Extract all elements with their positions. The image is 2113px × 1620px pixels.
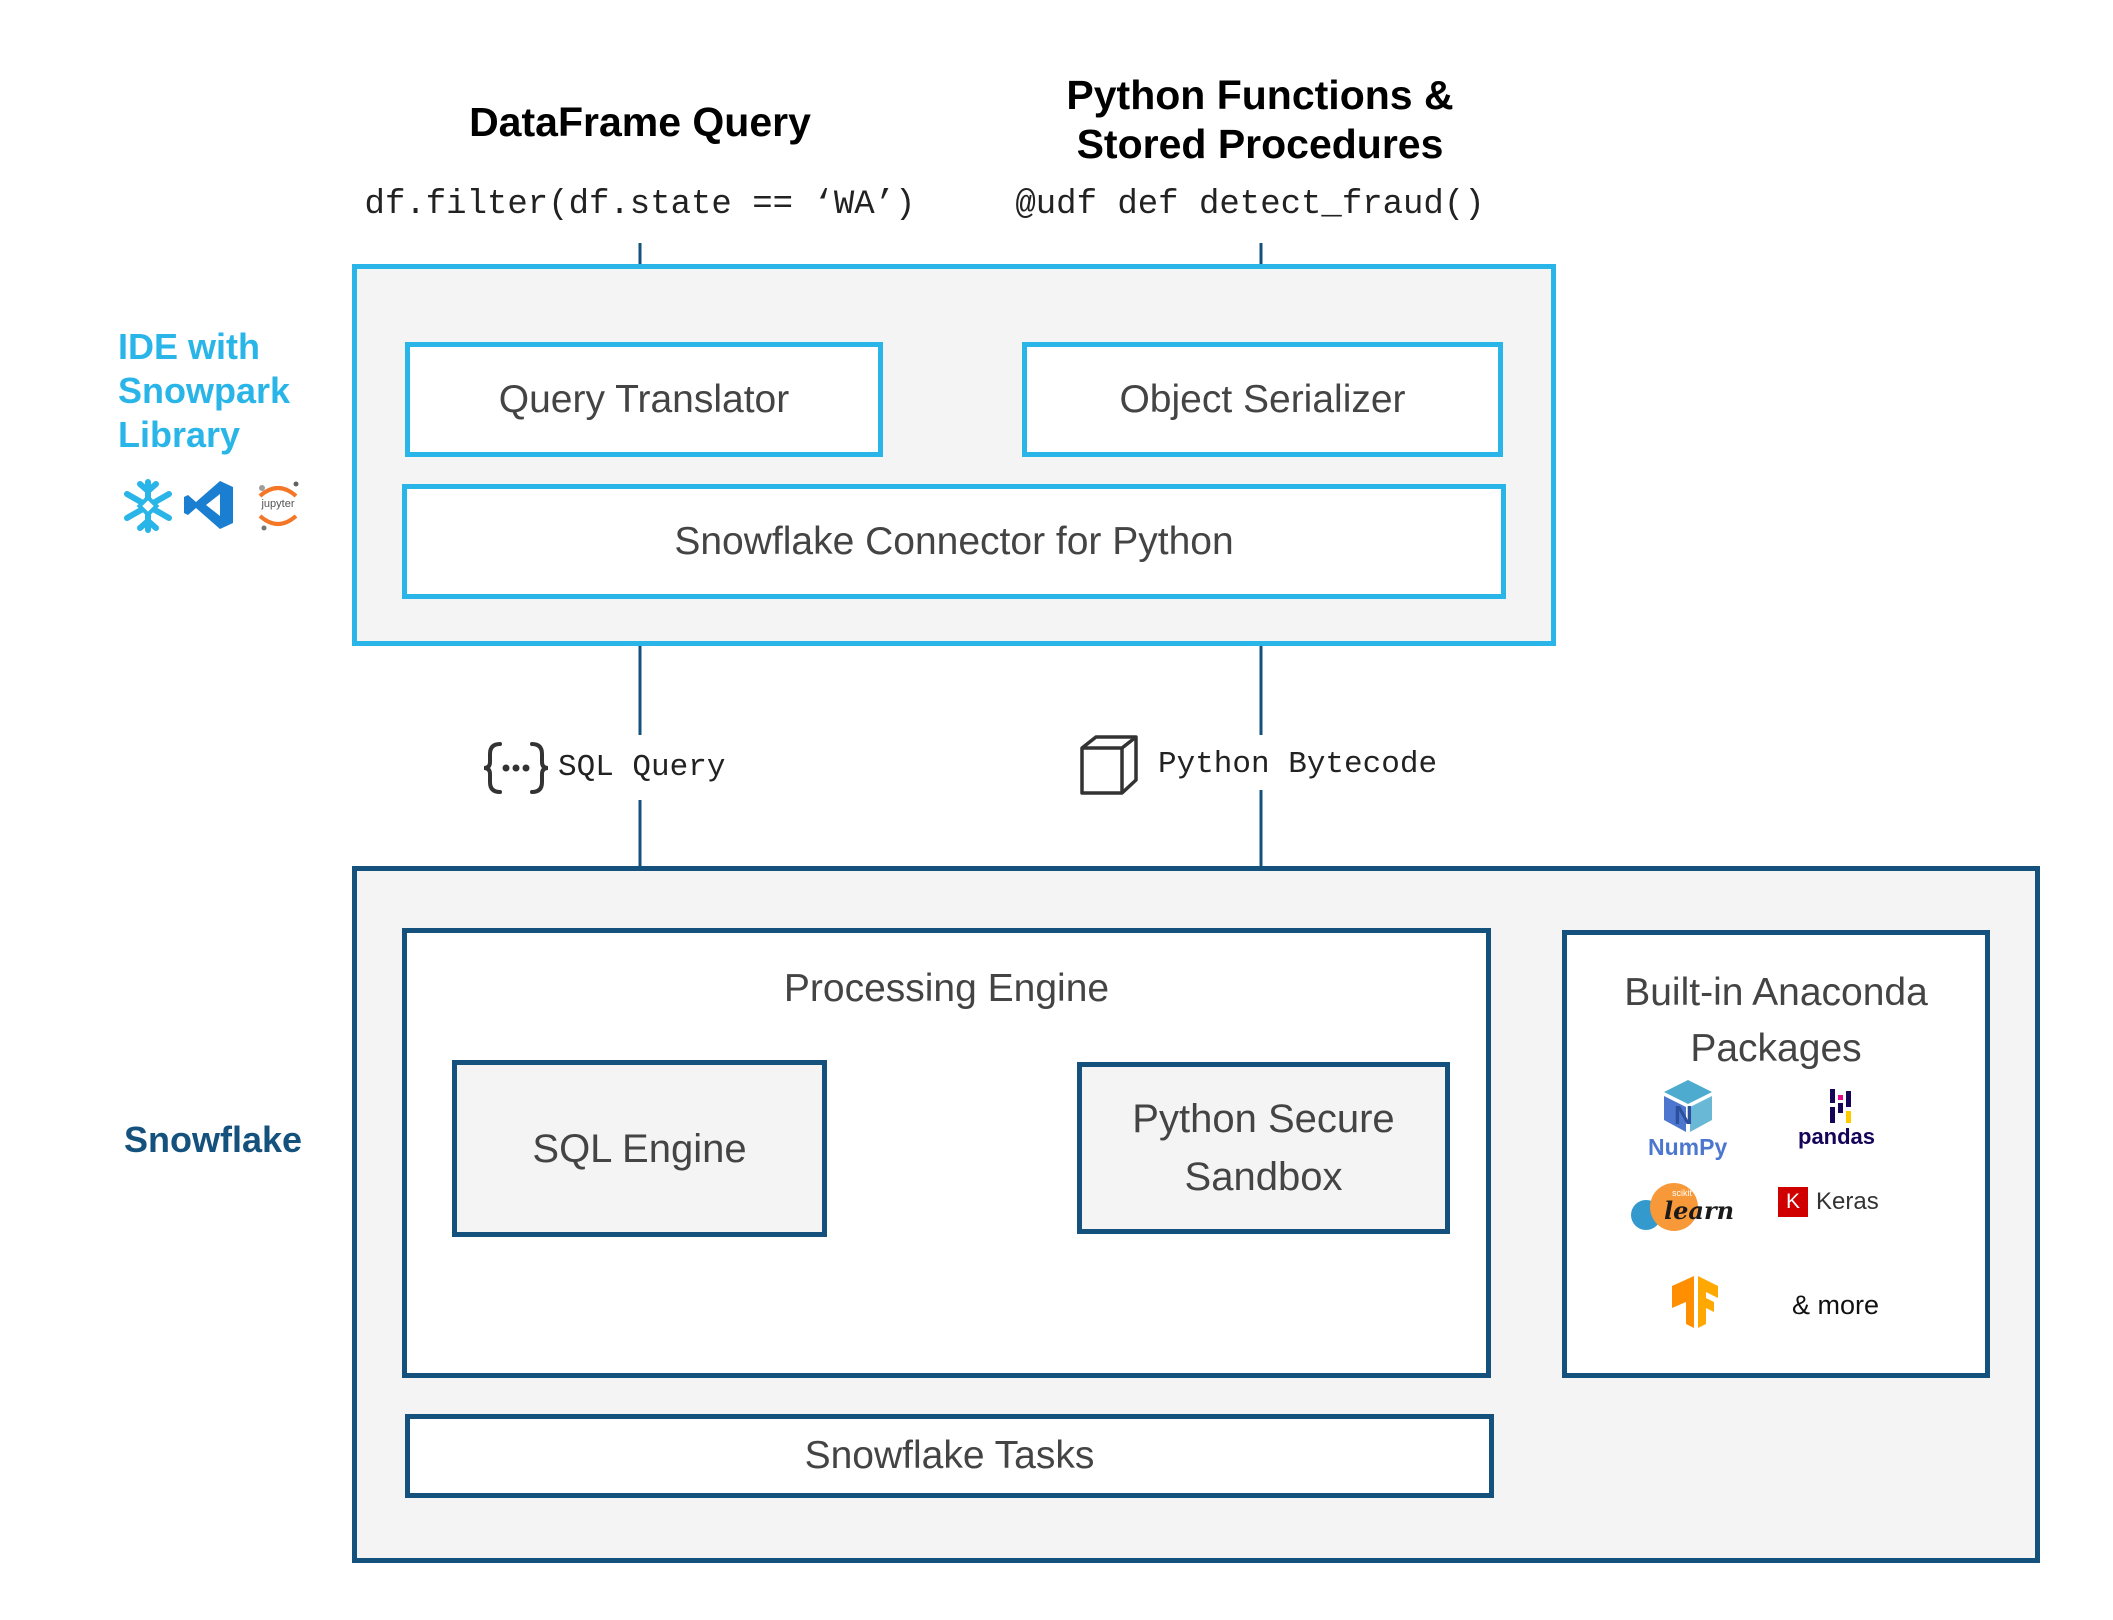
python-functions-title-line2: Stored Procedures (1076, 121, 1444, 167)
more-packages-label: & more (1792, 1290, 1880, 1320)
svg-text:N: N (1674, 1100, 1693, 1130)
sql-engine-label: SQL Engine (532, 1126, 747, 1171)
python-bytecode-label: Python Bytecode (1158, 747, 1438, 782)
query-translator-box: Query Translator (405, 342, 883, 457)
scikit-learn-icon (1631, 1183, 1698, 1231)
sql-engine-box: SQL Engine (452, 1060, 827, 1237)
dataframe-query-title: DataFrame Query (469, 98, 811, 145)
vscode-icon (184, 481, 233, 529)
anaconda-packages-box: Built-in Anaconda Packages (1562, 930, 1990, 1378)
processing-engine-title: Processing Engine (783, 967, 1110, 1010)
anaconda-title: Built-in Anaconda Packages (1567, 965, 1985, 1077)
ide-label: IDE with Snowpark Library (118, 325, 358, 457)
pandas-icon (1830, 1089, 1851, 1123)
anaconda-title-line1: Built-in Anaconda (1624, 971, 1928, 1014)
python-functions-title-line1: Python Functions & (1066, 71, 1454, 118)
scikit-learn-label: learn (1664, 1196, 1735, 1225)
anaconda-title-line2: Packages (1690, 1027, 1862, 1070)
python-functions-title: Python Functions & Stored Procedures (990, 65, 1530, 175)
numpy-icon: N (1664, 1080, 1712, 1132)
ide-label-line3: Library (118, 413, 241, 455)
cube-icon (1080, 735, 1138, 795)
numpy-label: NumPy (1648, 1134, 1728, 1160)
ide-label-line2: Snowpark (118, 369, 291, 411)
tensorflow-icon (1672, 1276, 1718, 1328)
scikit-small-label: scikit (1672, 1188, 1692, 1198)
keras-label: Keras (1816, 1188, 1879, 1215)
jupyter-orbit-icon (258, 481, 299, 531)
udf-code: @udf def detect_fraud() (1015, 186, 1485, 224)
object-serializer-box: Object Serializer (1022, 342, 1503, 457)
snowflake-icon (124, 479, 172, 533)
curly-braces-icon (483, 742, 549, 794)
connector-box: Snowflake Connector for Python (402, 484, 1506, 599)
object-serializer-label: Object Serializer (1119, 377, 1406, 421)
snowflake-tasks-box: Snowflake Tasks (405, 1414, 1494, 1498)
snowflake-tasks-label: Snowflake Tasks (804, 1434, 1095, 1477)
pandas-label: pandas (1798, 1124, 1876, 1149)
query-translator-label: Query Translator (498, 377, 790, 421)
keras-icon: K (1778, 1187, 1808, 1217)
sql-query-label: SQL Query (558, 750, 726, 785)
connector-label: Snowflake Connector for Python (674, 519, 1234, 563)
dataframe-code: df.filter(df.state == ‘WA’) (364, 186, 916, 224)
jupyter-icon: jupyter (252, 478, 304, 534)
python-sandbox-line1: Python Secure (1132, 1097, 1395, 1141)
python-sandbox-box: Python Secure Sandbox (1077, 1062, 1450, 1234)
python-sandbox-line2: Sandbox (1184, 1155, 1343, 1199)
snowflake-label: Snowflake (124, 1119, 303, 1160)
jupyter-text: jupyter (261, 498, 295, 510)
ide-label-line1: IDE with (118, 326, 260, 367)
